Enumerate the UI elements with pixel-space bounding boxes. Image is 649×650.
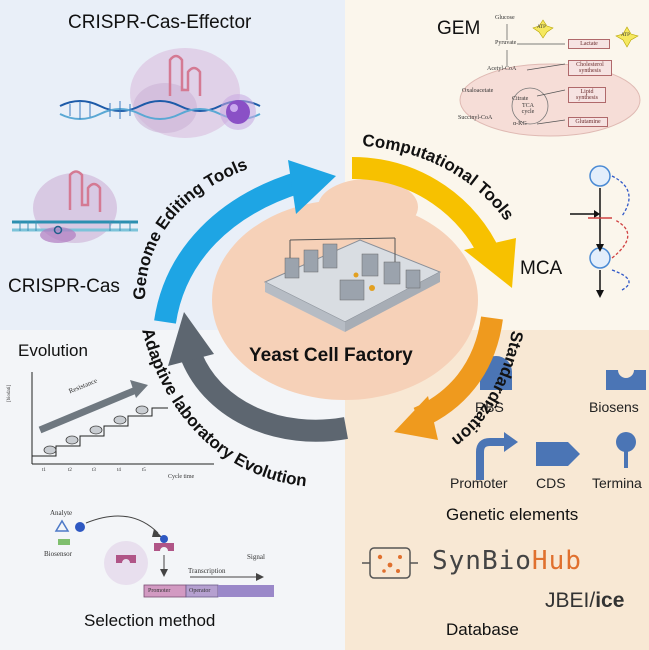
crispr-cas-illustration	[12, 170, 138, 243]
evolution-tick-3: t3	[92, 468, 96, 473]
gem-oxaloacetate-label: Oxaloacetate	[462, 88, 494, 94]
evolution-title: Evolution	[18, 341, 88, 360]
gem-cholesterol-box: Cholesterol synthesis	[568, 60, 612, 76]
signal-label: Signal	[247, 553, 265, 561]
transcription-label: Transcription	[188, 567, 226, 575]
factory-illustration	[263, 237, 442, 332]
promoter-part-label: Promoter	[148, 588, 171, 594]
computational-arrowhead	[464, 238, 516, 288]
gem-title: GEM	[437, 18, 481, 39]
genetic-elements-title: Genetic elements	[446, 505, 579, 524]
gem-glucose-label: Glucose	[495, 15, 515, 21]
evolution-tick-5: t5	[142, 468, 146, 473]
gem-glutamine-box: Glutamine	[568, 117, 608, 127]
promoter-element-label: Promoter	[450, 475, 508, 491]
evolution-tick-1: t1	[42, 468, 46, 473]
synbiohub-logo-text-a: SynBio	[432, 546, 532, 576]
selection-method-diagram	[54, 515, 274, 598]
evolution-graph	[31, 372, 214, 465]
mca-network-diagram	[570, 165, 630, 298]
computational-arrow	[351, 157, 501, 260]
crispr-cas-title: CRISPR-Cas	[8, 276, 120, 297]
selection-method-title: Selection method	[84, 611, 216, 630]
ice-logo-text: ice	[595, 589, 625, 612]
gem-succinyl-coa-label: Succinyl-CoA	[458, 115, 493, 121]
ale-arrowhead	[168, 312, 214, 366]
gem-citrate-label: Citrate	[512, 96, 529, 102]
synbiohub-logo-text-b: Hub	[531, 546, 582, 576]
gem-acetyl-coa-label: Acetyl-CoA	[487, 66, 517, 72]
genome-editing-arrowhead	[288, 160, 336, 214]
evolution-tick-4: t4	[117, 468, 121, 473]
jbei-logo-text: JBEI/	[545, 589, 596, 612]
biosensor-label: Biosensor	[44, 550, 72, 558]
gem-tca-label: TCA cycle	[521, 103, 535, 115]
gem-atp-label-2: ATP	[621, 33, 630, 38]
cds-element-label: CDS	[536, 475, 566, 491]
gem-lactate-box: Lactate	[568, 39, 610, 49]
gem-lipid-box: Lipid synthesis	[568, 87, 606, 103]
database-title: Database	[446, 620, 519, 639]
operator-part-label: Operator	[189, 588, 211, 594]
crispr-cas-effector-illustration	[59, 48, 261, 138]
analyte-label: Analyte	[50, 509, 73, 517]
evolution-x-label: Cycle time	[168, 474, 195, 480]
center-title: Yeast Cell Factory	[249, 345, 413, 366]
biosensor-element-label: Biosens	[589, 399, 639, 415]
jbei-ice-logo: JBEI/ice	[545, 589, 624, 613]
standardization-arrowhead	[394, 396, 438, 440]
gem-pyruvate-label: Pyruvate	[495, 40, 517, 46]
mca-title: MCA	[520, 258, 563, 279]
terminator-element-label: Termina	[592, 475, 642, 491]
crispr-cas-effector-title: CRISPR-Cas-Effector	[68, 12, 252, 33]
gem-akg-label: α-KG	[513, 121, 527, 127]
genome-editing-arrow	[154, 171, 304, 324]
synbiohub-logo-icon	[362, 547, 418, 579]
center-hub-lobe	[318, 179, 418, 235]
ale-arrow	[181, 353, 348, 442]
evolution-tick-2: t2	[68, 468, 72, 473]
synbiohub-logo: SynBioHub	[432, 546, 582, 576]
rbs-label: RBS	[475, 399, 504, 415]
gem-atp-label: ATP	[537, 25, 546, 30]
